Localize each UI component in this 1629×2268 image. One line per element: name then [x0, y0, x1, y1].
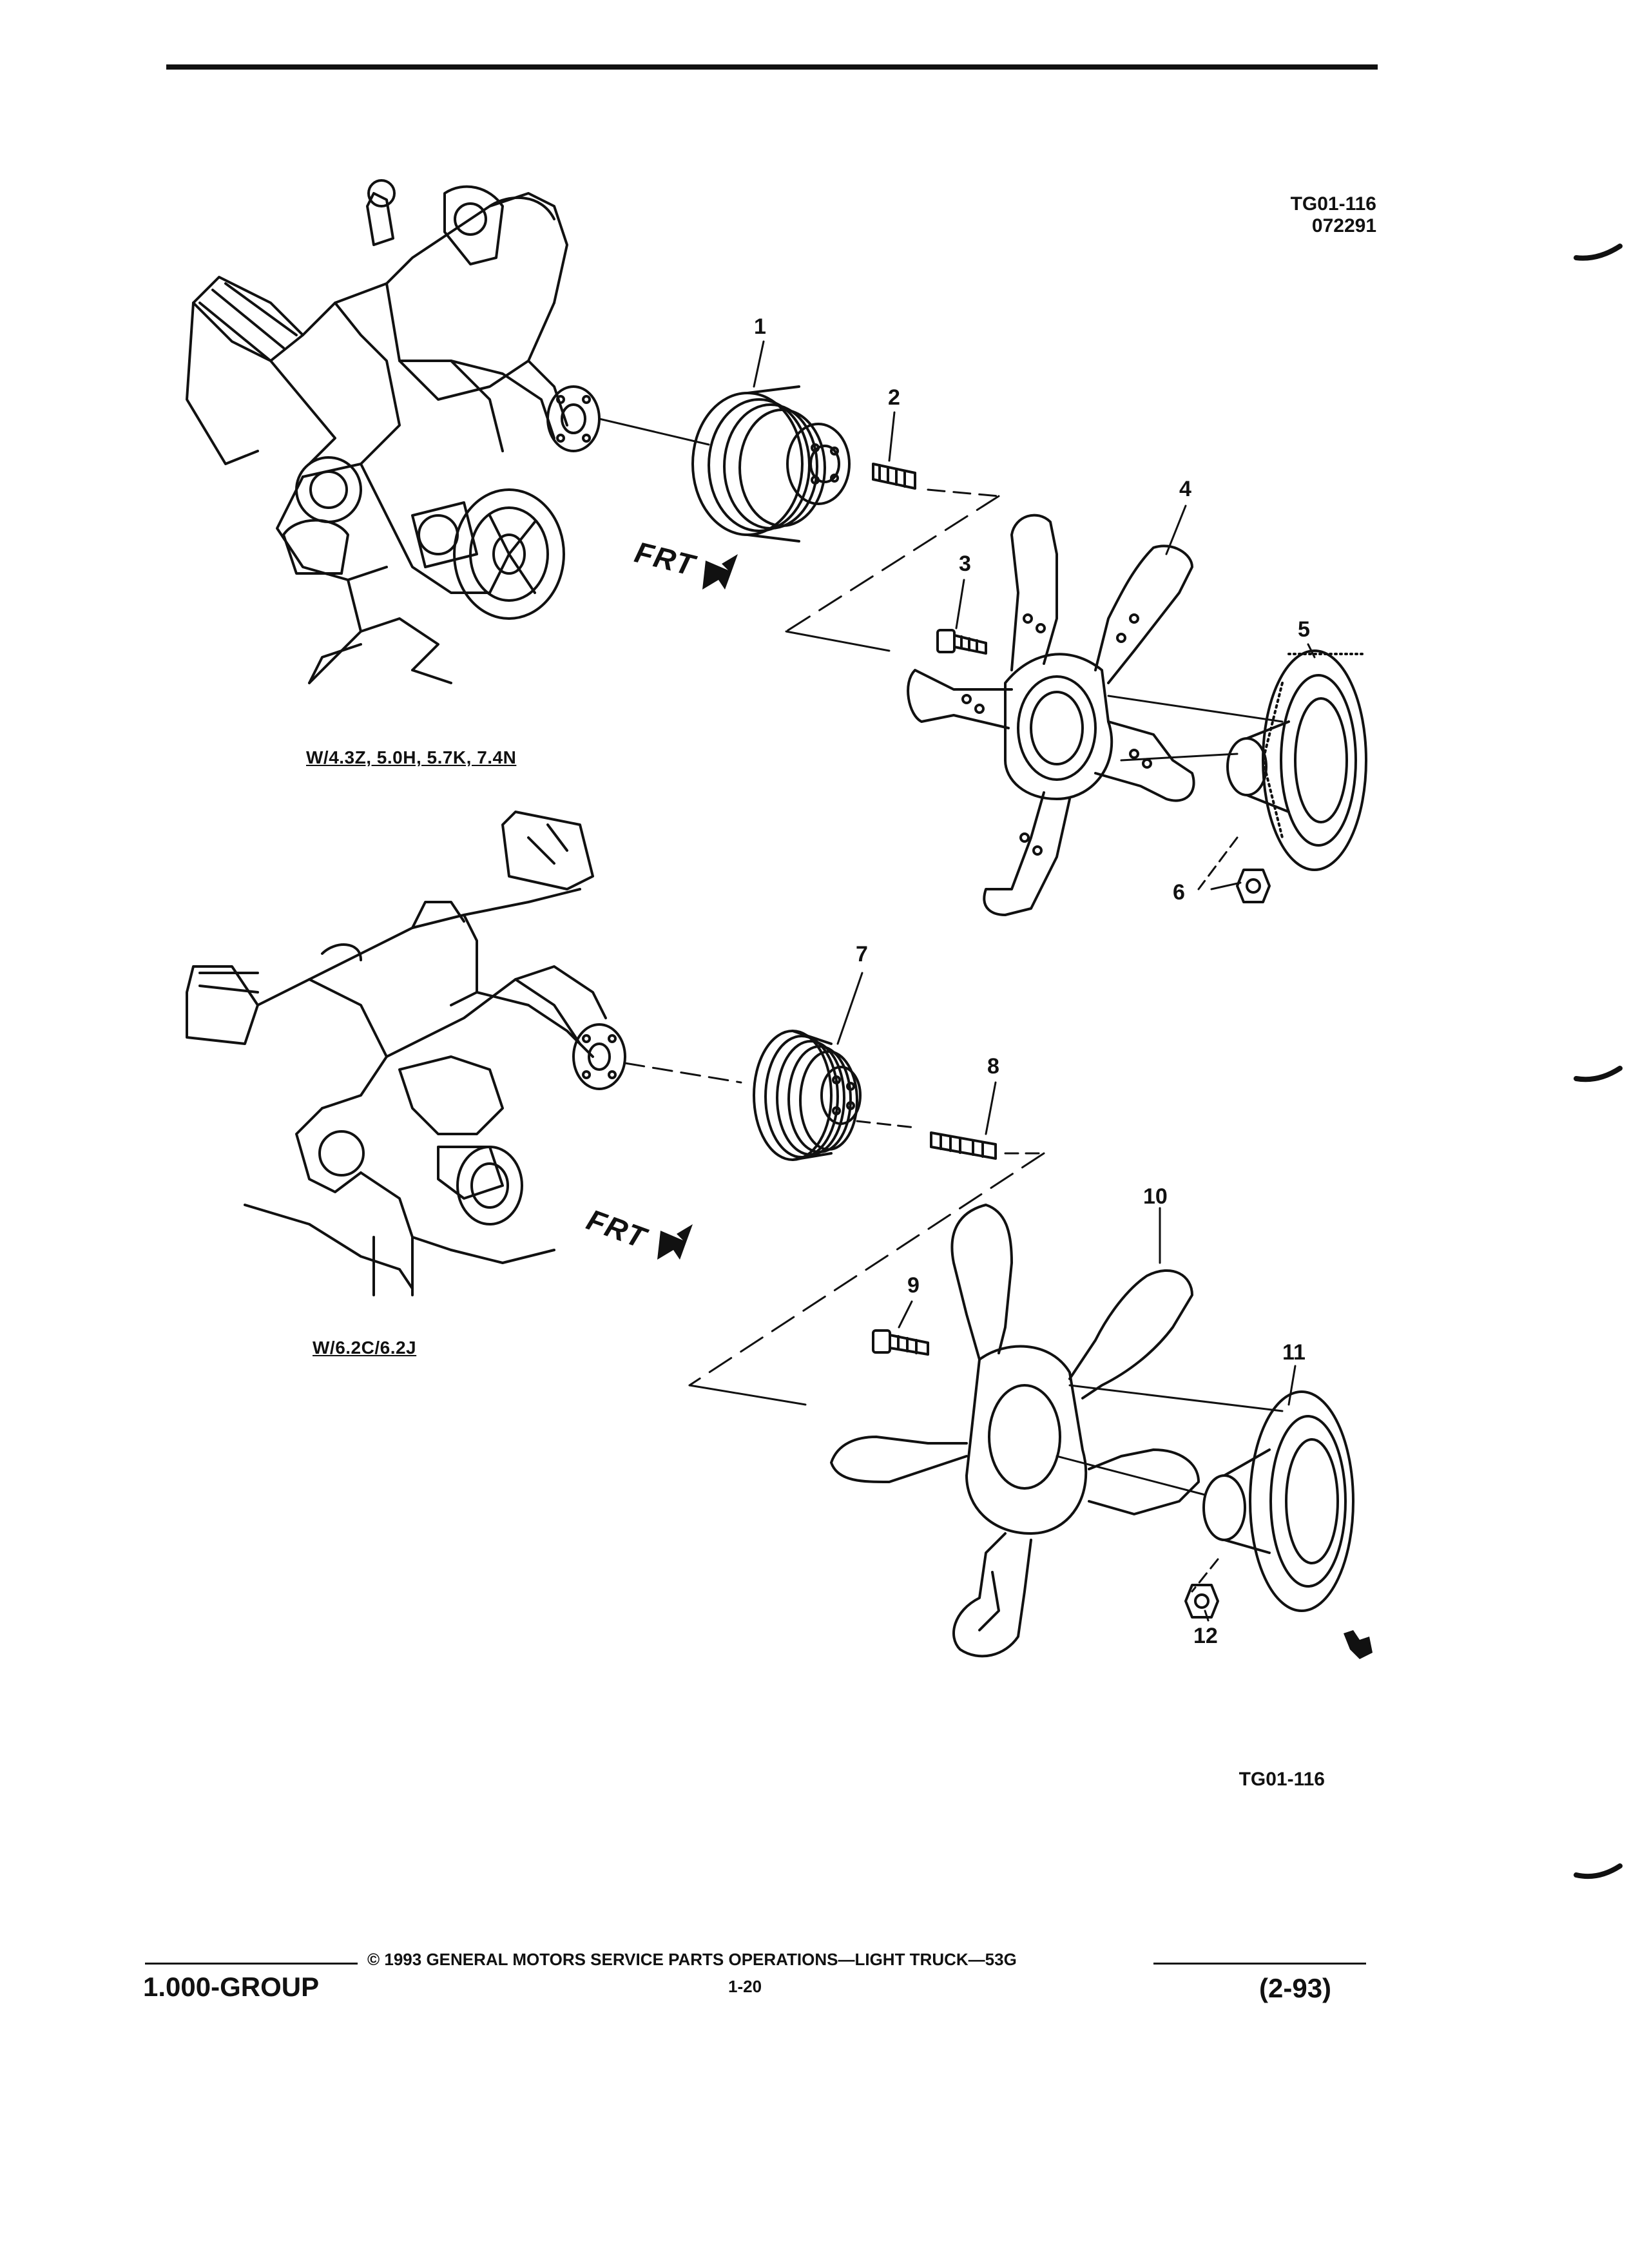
frt-arrow-lower	[657, 1224, 693, 1260]
stud-2	[872, 463, 916, 490]
footer-page-number: 1-20	[728, 1977, 762, 1996]
pulley-1	[691, 385, 851, 543]
upper-variant-label: W/4.3Z, 5.0H, 5.7K, 7.4N	[306, 747, 517, 767]
frt-arrow-upper	[702, 554, 738, 590]
callout-12: 12	[1193, 1624, 1218, 1648]
corner-mark	[1344, 1630, 1373, 1659]
fan-10	[830, 1204, 1200, 1658]
callout-5: 5	[1298, 617, 1310, 642]
footer-rule-left	[145, 1963, 358, 1965]
nut-12	[1184, 1558, 1219, 1619]
callout-4: 4	[1179, 477, 1191, 501]
binding-mark-2	[1574, 1066, 1623, 1082]
footer-copyright: © 1993 GENERAL MOTORS SERVICE PARTS OPER…	[367, 1950, 1017, 1969]
callout-9: 9	[907, 1273, 920, 1298]
binding-mark-1	[1574, 244, 1623, 261]
footer-revision: (2-93)	[1259, 1973, 1332, 2003]
header-rule	[166, 64, 1378, 70]
fan-4	[907, 514, 1195, 916]
figure-ref-code: TG01-116	[1290, 193, 1376, 215]
frt-arrows	[657, 554, 738, 1260]
callout-11: 11	[1282, 1340, 1306, 1365]
footer-group: 1.000-GROUP	[143, 1972, 320, 2002]
callout-6: 6	[1173, 880, 1185, 905]
fan-clutch-11	[1202, 1390, 1354, 1612]
callout-3: 3	[959, 552, 971, 576]
figure-date-code: 072291	[1311, 215, 1376, 236]
bolt-3	[936, 629, 987, 655]
stud-8	[930, 1131, 997, 1160]
callout-7: 7	[856, 942, 868, 966]
nut-6	[1197, 836, 1271, 903]
leader-lines	[753, 340, 1316, 1622]
callout-2: 2	[888, 385, 900, 410]
figure-id: TG01-116	[1239, 1769, 1325, 1790]
pulley-7	[753, 1030, 862, 1161]
callout-8: 8	[987, 1054, 999, 1079]
lower-engine-block	[186, 811, 626, 1296]
callout-10: 10	[1143, 1184, 1168, 1209]
callout-1: 1	[754, 314, 766, 339]
upper-engine-block	[186, 179, 601, 684]
footer-rule-right	[1153, 1963, 1366, 1965]
lower-variant-label: W/6.2C/6.2J	[313, 1338, 417, 1358]
binding-mark-3	[1574, 1863, 1623, 1879]
bolt-9	[872, 1329, 929, 1356]
fan-clutch-5	[1226, 649, 1367, 871]
